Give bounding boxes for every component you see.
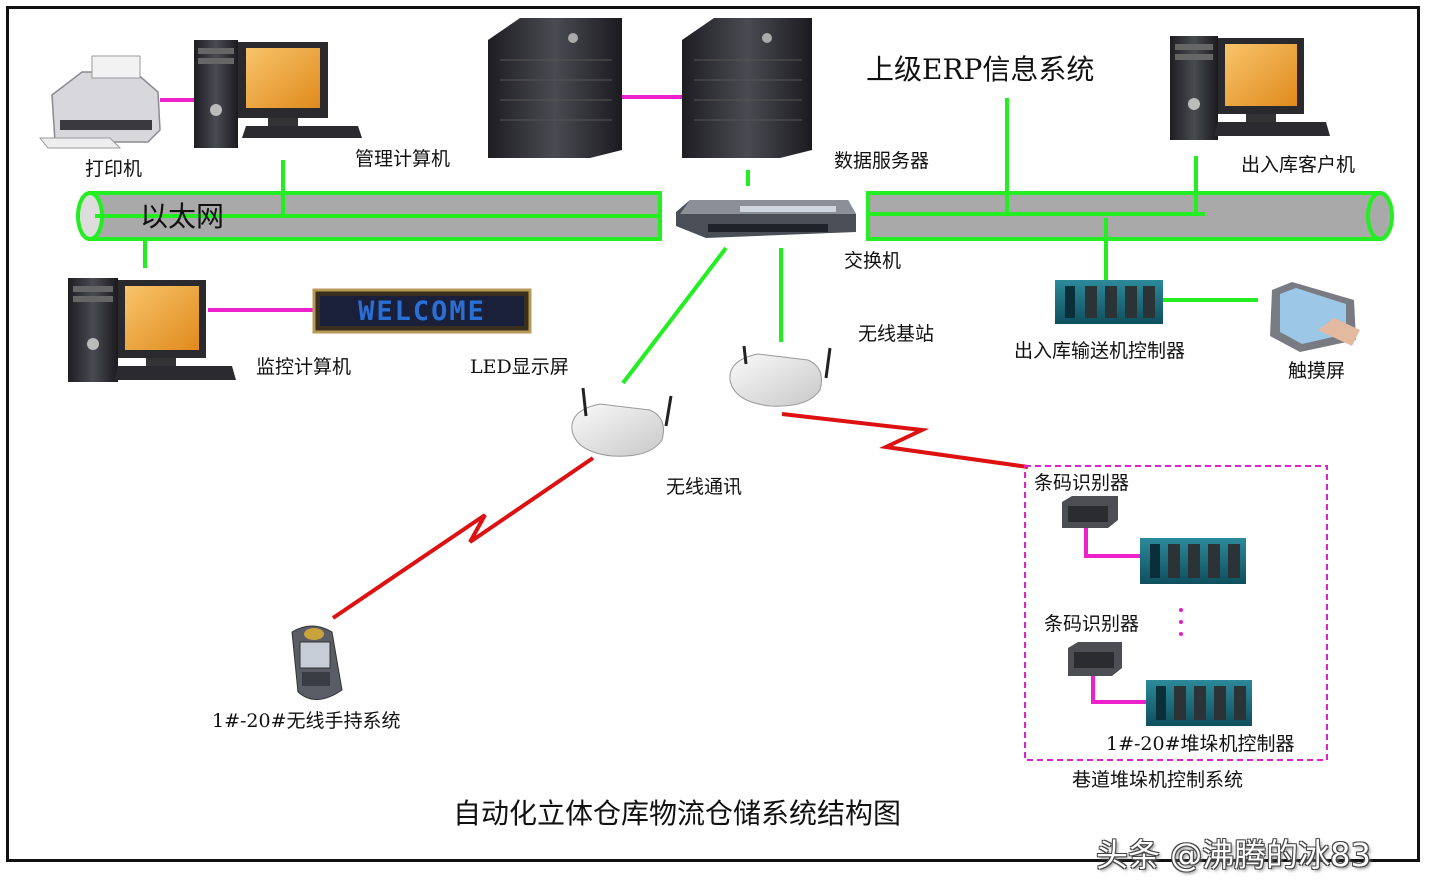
ethernet-label: 以太网 <box>140 200 225 233</box>
wireless-base-station-icon <box>729 345 832 407</box>
touch-screen-icon <box>1270 282 1360 352</box>
data-server-icon <box>488 18 812 158</box>
plc-controller-icon <box>1055 280 1163 324</box>
management-computer-icon <box>194 40 362 148</box>
monitor-computer-label: 监控计算机 <box>256 356 352 378</box>
conveyor-controller-label: 出入库输送机控制器 <box>1014 340 1186 362</box>
stacker-controller-label: 1#-20#堆垛机控制器 <box>1106 733 1295 755</box>
wireless-base-station-label: 无线基站 <box>858 323 935 345</box>
led-display-label: LED显示屏 <box>470 356 569 378</box>
wireless-comm-label: 无线通讯 <box>666 476 743 498</box>
switch-icon <box>676 200 856 238</box>
erp-system-label: 上级ERP信息系统 <box>866 53 1095 86</box>
management-computer-label: 管理计算机 <box>355 148 451 170</box>
printer-icon <box>38 55 161 149</box>
stacker-plc-icon <box>1140 538 1246 584</box>
led-display-text: WELCOME <box>358 296 486 327</box>
data-server-label: 数据服务器 <box>834 150 930 172</box>
watermark: 头条 @沸腾的冰83 <box>1096 836 1371 874</box>
switch-label: 交换机 <box>844 250 902 272</box>
ethernet-pipe <box>76 191 1394 241</box>
client-computer-icon <box>1170 36 1330 140</box>
monitor-computer-icon <box>68 278 236 382</box>
barcode-reader-label-2: 条码识别器 <box>1044 613 1140 635</box>
peripheral-links <box>160 95 1148 704</box>
touch-screen-label: 触摸屏 <box>1288 360 1346 382</box>
client-computer-label: 出入库客户机 <box>1241 154 1356 176</box>
network-links <box>143 98 1258 385</box>
printer-label: 打印机 <box>85 158 143 180</box>
barcode-reader-label-1: 条码识别器 <box>1034 472 1130 494</box>
diagram-title: 自动化立体仓库物流仓储系统结构图 <box>453 797 902 830</box>
wireless-ap-icon <box>571 387 673 457</box>
aisle-stacker-group-border <box>1024 465 1328 761</box>
aisle-stacker-system-label: 巷道堆垛机控制系统 <box>1072 769 1244 791</box>
barcode-reader-icon <box>1068 642 1122 676</box>
ellipsis-dots <box>1179 608 1183 636</box>
led-display-icon <box>312 288 532 334</box>
barcode-reader-icon <box>1062 496 1118 528</box>
handheld-system-label: 1#-20#无线手持系统 <box>212 710 401 732</box>
handheld-device-icon <box>291 625 343 700</box>
wireless-links <box>331 412 1029 620</box>
stacker-plc-icon <box>1146 680 1252 726</box>
